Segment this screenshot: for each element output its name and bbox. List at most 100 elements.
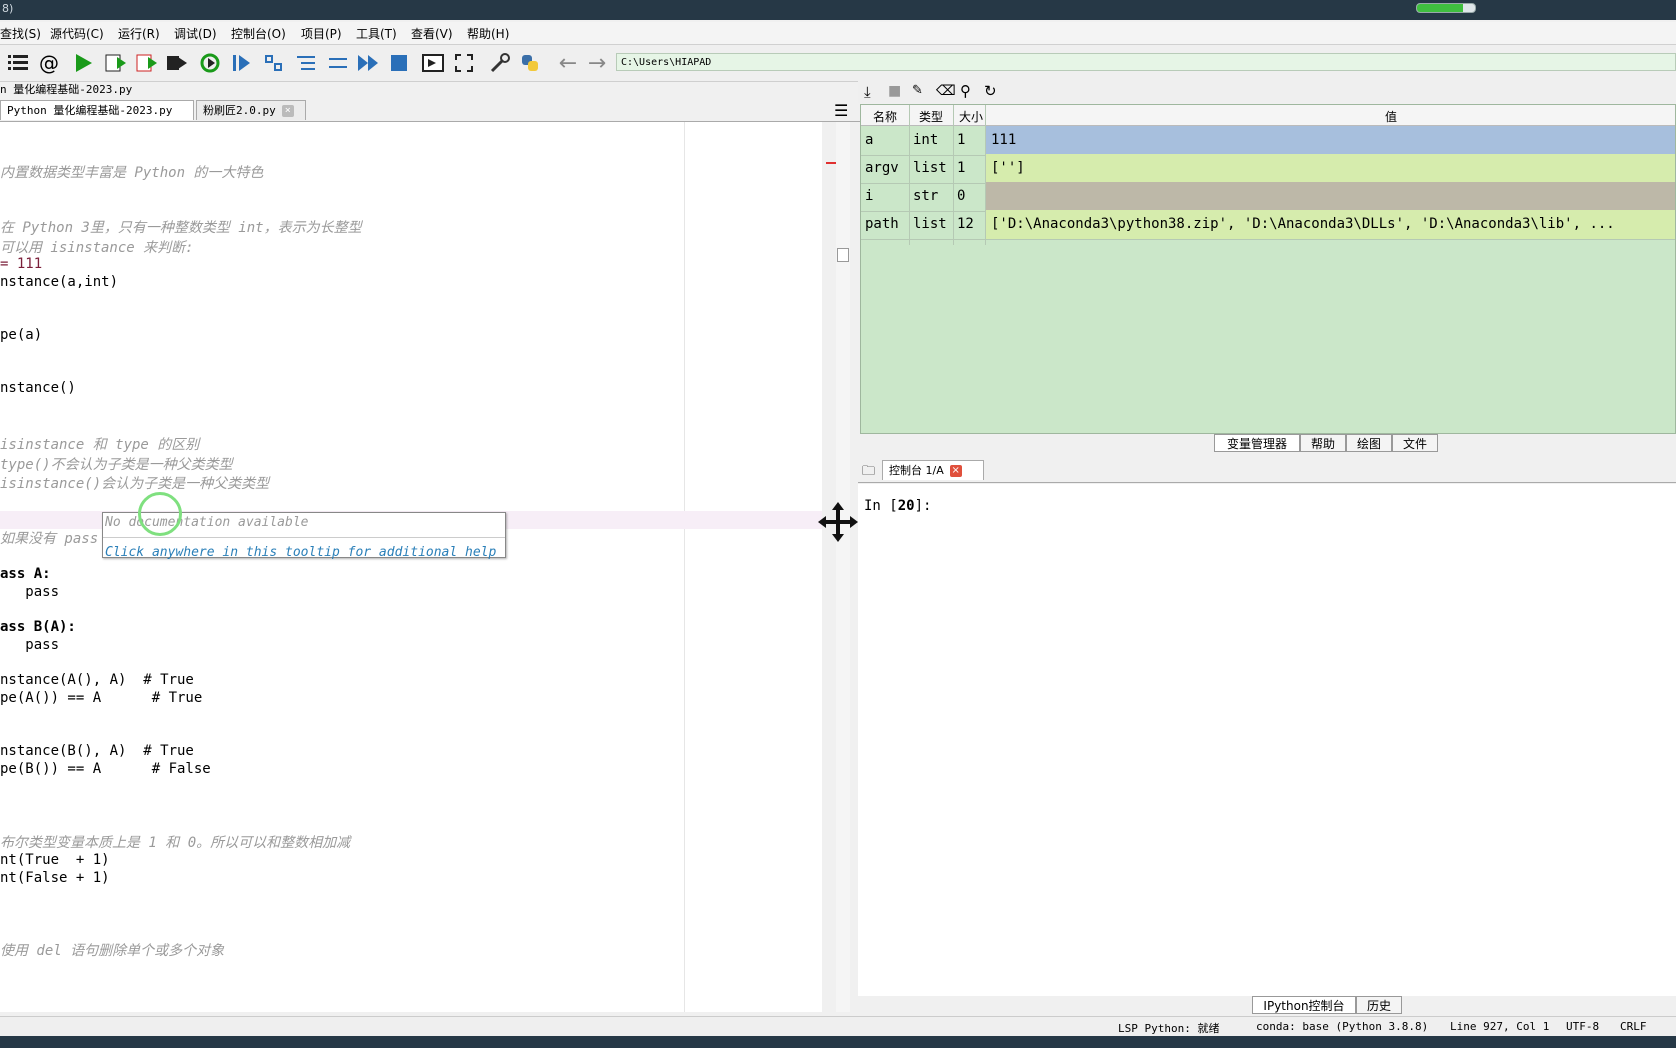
tab-variable-explorer[interactable]: 变量管理器 — [1214, 434, 1300, 452]
maximize-pane-icon[interactable] — [421, 51, 445, 75]
progress-bar — [1416, 3, 1476, 13]
tab-painter[interactable]: 粉刷匠2.0.py× — [196, 100, 306, 120]
preferences-wrench-icon[interactable] — [488, 51, 512, 75]
tab-console[interactable]: 控制台 1/A× — [882, 460, 984, 480]
header-name[interactable]: 名称 — [873, 110, 898, 124]
menu-tools[interactable]: 工具(T) — [356, 27, 397, 41]
tab-plots[interactable]: 绘图 — [1346, 434, 1392, 452]
tab-history[interactable]: 历史 — [1356, 996, 1402, 1014]
menu-source[interactable]: 源代码(C) — [50, 27, 104, 41]
variable-value: [''] — [991, 160, 1025, 176]
menu-debug[interactable]: 调试(D) — [174, 27, 217, 41]
move-cursor-icon — [818, 502, 858, 542]
value-background — [985, 210, 1675, 239]
close-tab-icon[interactable]: × — [281, 105, 294, 117]
tab-files[interactable]: 文件 — [1392, 434, 1438, 452]
run-cell-icon[interactable] — [104, 51, 128, 75]
tab-quant-basics[interactable]: Python 量化编程基础-2023.py× — [0, 100, 194, 137]
conda-env[interactable]: conda: base (Python 3.8.8) — [1256, 1020, 1429, 1033]
variable-size: 0 — [957, 188, 966, 204]
value-background — [985, 154, 1675, 183]
menu-view[interactable]: 查看(V) — [411, 27, 453, 41]
header-type[interactable]: 类型 — [919, 110, 944, 124]
code-line: nstance(a,int) — [0, 274, 119, 290]
back-arrow-icon[interactable]: ← — [558, 50, 578, 76]
console-prompt: In [20]: — [864, 498, 931, 514]
column-divider — [909, 105, 910, 245]
menu-help[interactable]: 帮助(H) — [467, 27, 510, 41]
step-return-icon[interactable] — [326, 51, 350, 75]
tooltip-help-link[interactable]: Click anywhere in this tooltip for addit… — [105, 545, 497, 560]
editor-scrollbar[interactable] — [826, 122, 850, 1012]
variable-value: ['D:\Anaconda3\python38.zip', 'D:\Anacon… — [991, 216, 1615, 232]
menu-console[interactable]: 控制台(O) — [231, 27, 286, 41]
scrollbar-thumb[interactable] — [837, 248, 849, 262]
menu-bar: 查找(S) 源代码(C) 运行(R) 调试(D) 控制台(O) 项目(P) 工具… — [0, 22, 1676, 45]
fullscreen-icon[interactable] — [452, 51, 476, 75]
rerun-icon[interactable] — [198, 51, 222, 75]
debug-icon[interactable] — [230, 51, 254, 75]
run-selection-icon[interactable] — [165, 51, 189, 75]
table-header: 名称 类型 大小 值 — [861, 105, 1675, 126]
ipython-console[interactable]: In [20]: — [858, 484, 1676, 996]
code-line: pass — [0, 584, 60, 600]
run-cell-advance-icon[interactable] — [135, 51, 159, 75]
console-pane-tabs: IPython控制台 历史 — [1252, 996, 1422, 1014]
prompt-number: 20 — [897, 498, 915, 514]
outline-icon[interactable] — [6, 51, 30, 75]
step-icon[interactable] — [262, 51, 286, 75]
tab-ipython-console[interactable]: IPython控制台 — [1252, 996, 1356, 1014]
options-menu-icon[interactable]: ☰ — [834, 101, 849, 120]
working-directory-input[interactable]: C:\Users\HIAPAD — [616, 53, 1676, 71]
header-value[interactable]: 值 — [1385, 110, 1398, 124]
variable-name: argv — [865, 160, 899, 176]
column-divider — [985, 105, 986, 245]
header-size[interactable]: 大小 — [959, 110, 984, 124]
at-icon[interactable]: @ — [39, 51, 59, 75]
step-into-icon[interactable] — [294, 51, 318, 75]
code-editor[interactable]: 内置数据类型丰富是 Python 的一大特色在 Python 3里，只有一种整数… — [0, 122, 822, 1012]
stop-icon[interactable] — [387, 51, 411, 75]
progress-fill — [1417, 4, 1464, 12]
line-endings: CRLF — [1620, 1020, 1647, 1033]
menu-search[interactable]: 查找(S) — [0, 27, 41, 41]
value-background — [985, 126, 1675, 155]
erase-icon[interactable]: ⌫ — [936, 83, 956, 99]
status-bar: LSP Python: 就绪 conda: base (Python 3.8.8… — [0, 1016, 1676, 1037]
code-line: pe(B()) == A # False — [0, 761, 211, 777]
search-icon[interactable]: ⚲ — [960, 82, 971, 100]
variable-explorer-toolbar: ⤓ ■ ✎ ⌫ ⚲ ↻ — [858, 81, 1676, 103]
code-line: nstance(A(), A) # True — [0, 672, 194, 688]
main-toolbar: @ ← → C:\Users\HIAPAD — [0, 45, 1676, 82]
os-taskbar — [0, 1036, 1676, 1048]
save-data-icon[interactable]: ■ — [888, 83, 902, 99]
code-line: 使用 del 语句删除单个或多个对象 — [0, 943, 225, 959]
refresh-icon[interactable]: ↻ — [984, 82, 997, 100]
tab-help[interactable]: 帮助 — [1300, 434, 1346, 452]
tooltip-divider — [103, 537, 505, 538]
code-line: 布尔类型变量本质上是 1 和 0。所以可以和整数相加减 — [0, 835, 351, 851]
python-path-icon[interactable] — [518, 51, 542, 75]
variable-size: 12 — [957, 216, 974, 232]
forward-arrow-icon[interactable]: → — [587, 50, 607, 76]
menu-projects[interactable]: 项目(P) — [301, 27, 342, 41]
editor-file-path: n 量化编程基础-2023.py — [0, 83, 133, 96]
continue-icon[interactable] — [356, 51, 380, 75]
window-titlebar: 8) — [0, 0, 1676, 20]
run-icon[interactable] — [72, 51, 96, 75]
editor-tabbar: Python 量化编程基础-2023.py× 粉刷匠2.0.py× ☰ — [0, 99, 860, 137]
variable-size: 1 — [957, 132, 966, 148]
close-tab-icon[interactable]: × — [949, 465, 962, 477]
value-background — [985, 182, 1675, 211]
save-as-icon[interactable]: ✎ — [912, 83, 923, 98]
folder-icon[interactable]: 🗀 — [862, 464, 876, 479]
code-line: ass B(A): — [0, 619, 76, 635]
code-line: pe(a) — [0, 327, 43, 343]
menu-run[interactable]: 运行(R) — [118, 27, 160, 41]
import-data-icon[interactable]: ⤓ — [864, 83, 871, 101]
